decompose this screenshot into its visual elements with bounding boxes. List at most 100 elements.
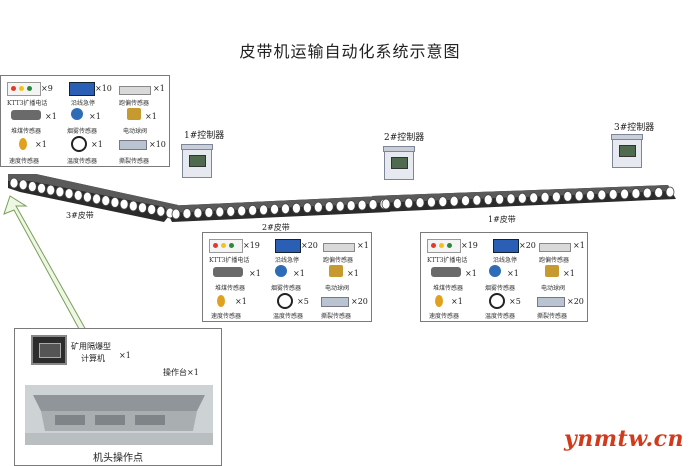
phone-count: ×19 <box>243 241 260 250</box>
temperature-label: 温度传感器 <box>273 313 304 320</box>
belt-roller <box>156 205 166 217</box>
coal-pile-sensor-icon <box>213 267 243 277</box>
computer-label-line1: 矿用隔爆型 <box>71 342 111 351</box>
belt-roller <box>608 188 618 200</box>
temperature-count: ×1 <box>91 140 103 149</box>
estop-label: 沿线急停 <box>275 257 300 264</box>
temperature-sensor-icon <box>71 136 87 152</box>
controller-1-icon <box>181 144 213 178</box>
belt-roller <box>427 196 436 208</box>
coal-pile-sensor-icon <box>431 267 461 277</box>
equipment-box-belt-3: ×9 KTT3扩播电话 ×10 沿线急停 ×1 跑偏传感器 ×1 堆煤传感器 ×… <box>0 75 170 167</box>
coal-pile-count: ×1 <box>249 269 261 278</box>
smoke-label: 烟雾传感器 <box>67 128 98 135</box>
belt-roller <box>182 208 192 219</box>
operator-station-caption: 机头操作点 <box>93 453 143 464</box>
temperature-sensor-icon <box>489 293 505 309</box>
belt-roller <box>55 186 65 198</box>
tear-sensor-icon <box>537 297 565 307</box>
deviation-sensor-icon <box>119 86 151 95</box>
belt-1-label: 1#皮带 <box>488 215 516 224</box>
phone-count: ×9 <box>41 84 53 93</box>
belt-roller <box>642 187 652 199</box>
belt-roller <box>552 191 561 203</box>
smoke-count: ×1 <box>293 269 305 278</box>
computer-label-line2: 计算机 <box>81 354 105 363</box>
belt-roller <box>392 198 402 209</box>
belt-rollers <box>9 177 675 220</box>
smoke-sensor-icon <box>275 265 287 277</box>
belt-roller <box>631 188 641 199</box>
smoke-count: ×1 <box>507 269 519 278</box>
computer-count: ×1 <box>119 351 131 360</box>
valve-label: 电动球阀 <box>123 128 148 135</box>
estop-icon <box>275 239 301 253</box>
belt-roller <box>193 207 203 219</box>
valve-count: ×1 <box>563 269 575 278</box>
coal-pile-count: ×1 <box>465 269 477 278</box>
estop-icon <box>493 239 519 253</box>
estop-icon <box>69 82 95 96</box>
belt-roller <box>597 189 607 201</box>
speed-sensor-icon <box>19 138 27 150</box>
belt-roller <box>204 207 214 218</box>
deviation-count: ×1 <box>153 84 165 93</box>
valve-icon <box>329 265 343 277</box>
deviation-sensor-icon <box>539 243 571 252</box>
belt-roller <box>237 205 247 217</box>
belt-roller <box>37 182 46 194</box>
belt-roller <box>27 181 37 192</box>
belt-roller <box>128 200 138 212</box>
belt-roller <box>226 205 236 217</box>
belt-roller <box>138 202 147 214</box>
console-label: 操作台×1 <box>163 368 199 377</box>
controller-2-label: 2#控制器 <box>384 133 425 143</box>
controller-1-label: 1#控制器 <box>184 131 225 141</box>
tear-count: ×10 <box>149 140 166 149</box>
smoke-count: ×1 <box>89 112 101 121</box>
tear-label: 撕裂传感器 <box>537 313 568 320</box>
belt-roller <box>248 204 258 216</box>
belt-roller <box>472 194 482 206</box>
deviation-label: 跑偏传感器 <box>119 100 150 107</box>
deviation-count: ×1 <box>573 241 585 250</box>
tear-label: 撕裂传感器 <box>321 313 352 320</box>
phone-icon <box>427 239 461 253</box>
smoke-sensor-icon <box>71 108 83 120</box>
estop-count: ×20 <box>519 241 536 250</box>
temperature-count: ×5 <box>509 297 521 306</box>
belt-roller <box>324 201 334 213</box>
estop-label: 沿线急停 <box>493 257 518 264</box>
belt-roller <box>529 192 539 204</box>
valve-count: ×1 <box>347 269 359 278</box>
smoke-sensor-icon <box>489 265 501 277</box>
valve-icon <box>545 265 559 277</box>
deviation-label: 跑偏传感器 <box>539 257 570 264</box>
temperature-label: 温度传感器 <box>485 313 516 320</box>
controller-3-label: 3#控制器 <box>614 123 655 133</box>
belt-roller <box>586 189 595 201</box>
speed-label: 速度传感器 <box>429 313 460 320</box>
phone-label: KTT3扩播电话 <box>427 257 468 264</box>
coal-pile-label: 堆煤传感器 <box>215 285 246 292</box>
speed-count: ×1 <box>451 297 463 306</box>
tear-count: ×20 <box>351 297 368 306</box>
belt-2-label: 2#皮带 <box>262 223 290 232</box>
belt-roller <box>620 188 629 200</box>
estop-count: ×20 <box>301 241 318 250</box>
temperature-count: ×5 <box>297 297 309 306</box>
belt-roller <box>346 200 356 211</box>
belt-roller <box>438 196 448 208</box>
belt-roller <box>147 204 157 215</box>
coal-pile-label: 堆煤传感器 <box>11 128 42 135</box>
controller-3-icon <box>611 134 643 168</box>
belt-roller <box>506 193 516 205</box>
belt-roller <box>64 188 74 199</box>
temperature-sensor-icon <box>277 293 293 309</box>
equipment-box-belt-2: ×19 KTT3扩播电话 ×20 沿线急停 ×1 跑偏传感器 ×1 堆煤传感器 … <box>202 232 372 322</box>
smoke-label: 烟雾传感器 <box>485 285 516 292</box>
phone-icon <box>7 82 41 96</box>
tear-sensor-icon <box>321 297 349 307</box>
belt-roller <box>119 198 129 210</box>
belt-roller <box>46 184 56 196</box>
